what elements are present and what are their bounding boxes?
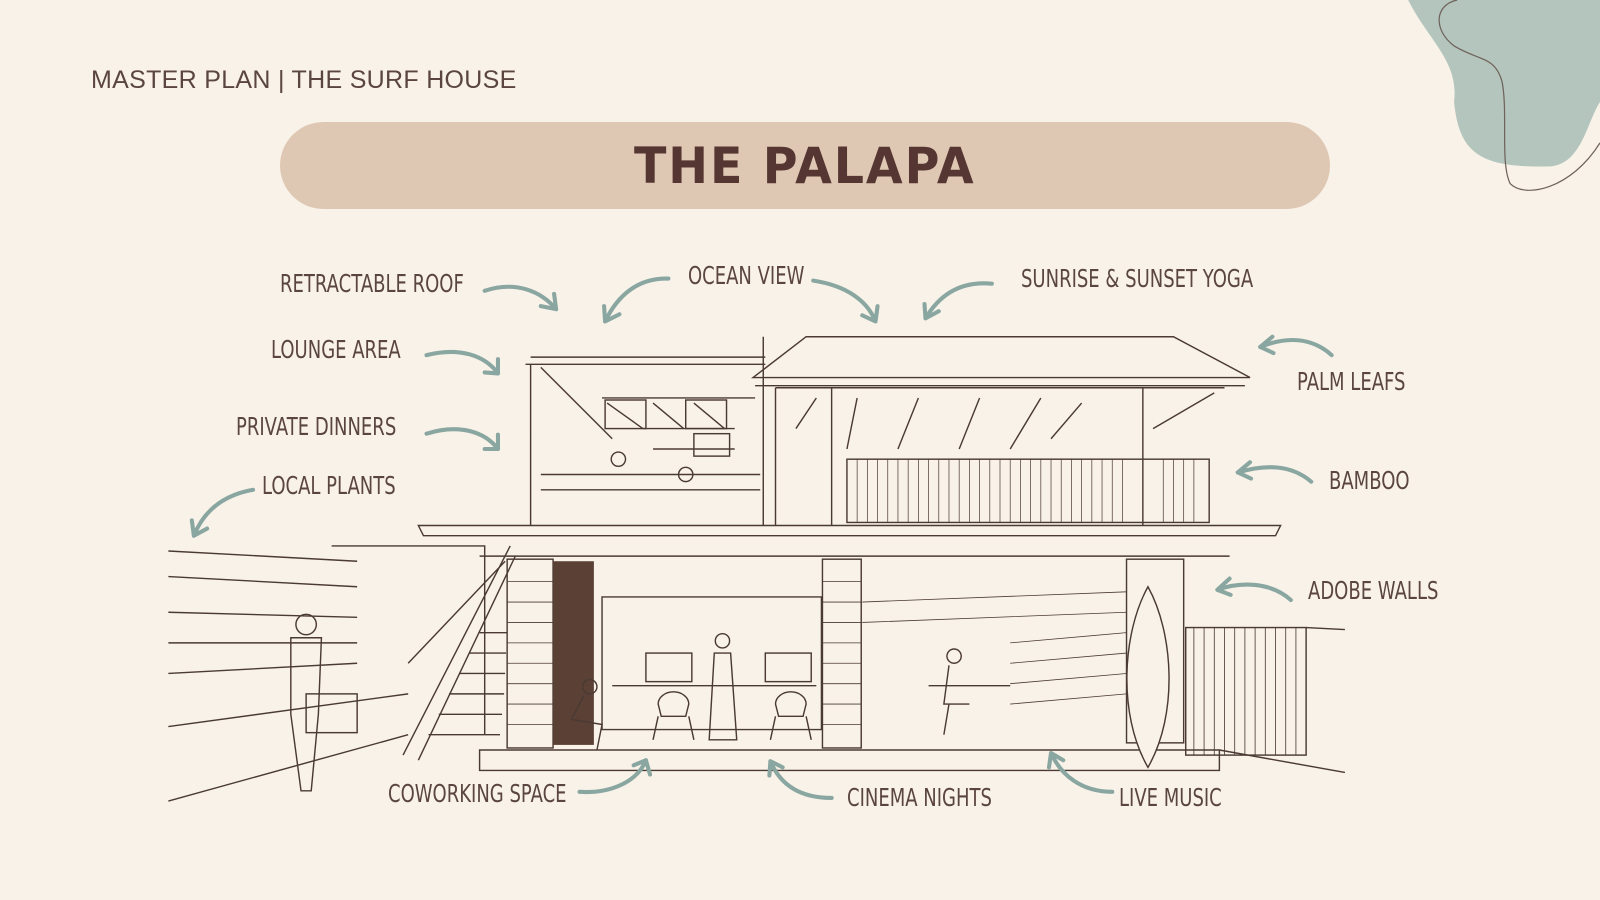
label-local-plants: LOCAL PLANTS <box>262 471 396 500</box>
decorative-blob <box>1408 0 1600 191</box>
palapa-building-sketch <box>168 336 1346 802</box>
label-palm-leafs: PALM LEAFS <box>1297 367 1406 396</box>
label-retractable-roof: RETRACTABLE ROOF <box>280 269 464 298</box>
label-bamboo: BAMBOO <box>1329 466 1410 495</box>
title-banner: THE PALAPA <box>280 122 1330 209</box>
label-live-music: LIVE MUSIC <box>1119 783 1222 812</box>
slide-kicker: MASTER PLAN | THE SURF HOUSE <box>91 66 517 94</box>
annotation-arrows <box>189 276 1334 800</box>
label-lounge-area: LOUNGE AREA <box>271 335 401 364</box>
slide-title: THE PALAPA <box>634 136 976 195</box>
label-coworking-space: COWORKING SPACE <box>388 779 567 808</box>
label-sunrise-sunset-yoga: SUNRISE & SUNSET YOGA <box>1021 264 1254 293</box>
label-ocean-view: OCEAN VIEW <box>688 261 805 290</box>
label-cinema-nights: CINEMA NIGHTS <box>847 783 992 812</box>
label-adobe-walls: ADOBE WALLS <box>1308 576 1439 605</box>
label-private-dinners: PRIVATE DINNERS <box>236 412 397 441</box>
